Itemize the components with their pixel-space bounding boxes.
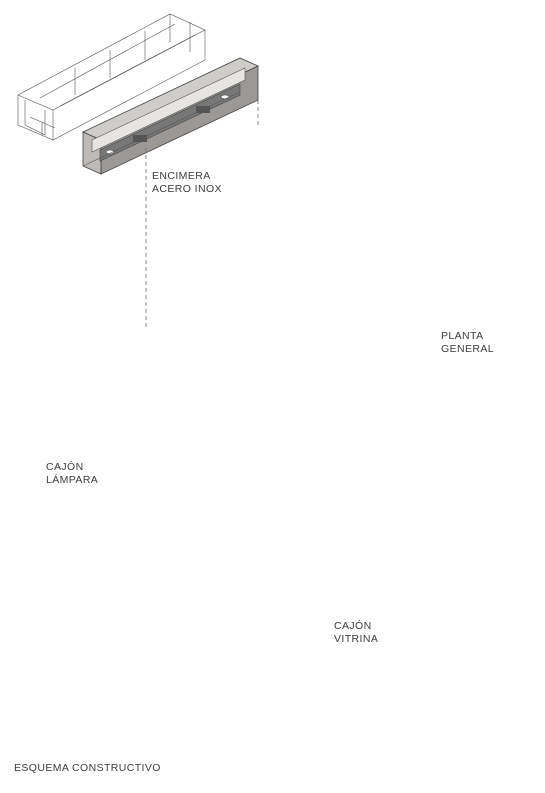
label-cajon-lampara: CAJÓN LÁMPARA xyxy=(46,461,98,487)
label-encimera: ENCIMERA ACERO INOX xyxy=(152,170,222,196)
label-planta-line2: GENERAL xyxy=(441,343,494,355)
label-cajon-vitrina-line2: VITRINA xyxy=(334,633,379,645)
label-planta-line1: PLANTA xyxy=(441,330,484,342)
label-cajon-lampara-line1: CAJÓN xyxy=(46,461,84,473)
label-cajon-lampara-line2: LÁMPARA xyxy=(46,474,99,486)
label-cajon-vitrina-line1: CAJÓN xyxy=(334,620,372,632)
label-encimera-line2: ACERO INOX xyxy=(152,183,222,195)
encimera-axonometric xyxy=(17,13,259,175)
label-planta-general: PLANTA GENERAL xyxy=(441,330,494,356)
label-esquema-constructivo: ESQUEMA CONSTRUCTIVO xyxy=(14,762,161,775)
label-encimera-line1: ENCIMERA xyxy=(152,170,211,182)
label-esquema-text: ESQUEMA CONSTRUCTIVO xyxy=(14,762,161,774)
label-cajon-vitrina: CAJÓN VITRINA xyxy=(334,620,378,646)
